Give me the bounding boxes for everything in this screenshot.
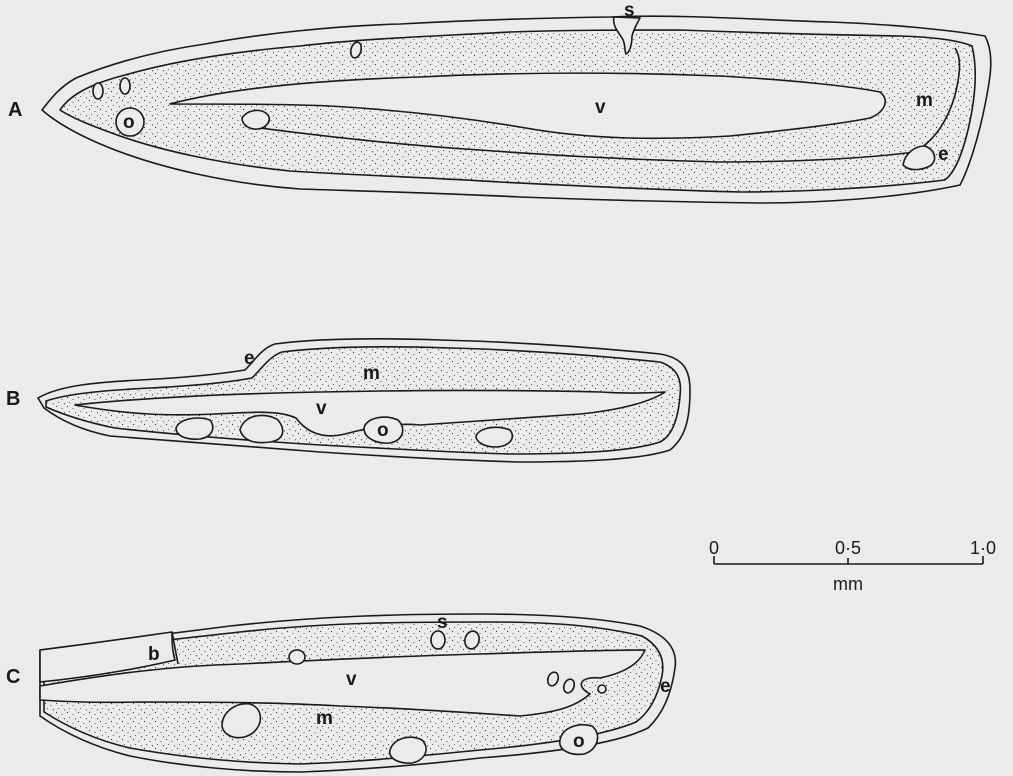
section-c-label-o: o [573,731,585,752]
section-a-label-v: v [595,97,606,118]
section-a-cell [120,78,130,94]
scale-bar-tick-label: 0·5 [835,538,861,558]
section-a-label-s: s [624,0,635,21]
section-b-cell [176,418,213,439]
section-c-label-e: e [660,676,671,697]
panel-label-b: B [6,388,20,410]
panel-label-a: A [8,99,22,121]
section-a-label-e: e [938,144,949,165]
section-c-label-m: m [316,708,333,729]
section-b-label-o: o [377,420,389,441]
section-c-label-b: b [148,644,160,665]
section-c: C b s v m o e [6,612,675,772]
section-a-cell [93,83,103,99]
section-b-label-e: e [244,348,255,369]
section-a-label-m: m [916,90,933,111]
section-c-label-s: s [437,612,448,633]
section-a-cell [242,110,269,129]
section-b-cell [240,415,283,442]
section-c-label-v: v [346,669,357,690]
section-b-label-v: v [316,398,327,419]
scale-bar: 0 0·5 1·0 mm [709,538,996,594]
section-c-cell [598,685,606,693]
section-a: A s v m o e [8,0,991,203]
scale-bar-tick-label: 1·0 [970,538,996,558]
panel-label-c: C [6,666,20,688]
section-b-cell [476,427,512,447]
section-c-cell [431,631,445,649]
scale-bar-unit: mm [833,574,863,594]
section-b-label-m: m [363,363,380,384]
scale-bar-tick-label: 0 [709,538,719,558]
section-a-label-o: o [123,112,135,133]
section-b: B e m v o [6,339,690,462]
section-c-cell [289,650,305,664]
